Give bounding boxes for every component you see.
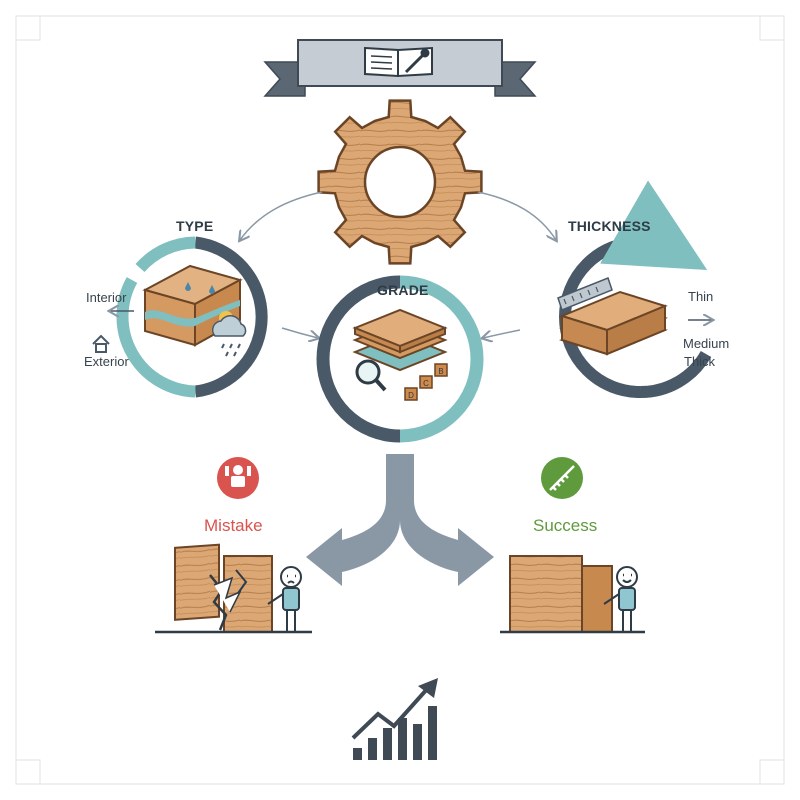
page-frame [15, 15, 785, 785]
ruler-icon [557, 277, 613, 311]
rain-cloud-icon [211, 311, 247, 357]
thin-option: Thin [688, 289, 714, 304]
mistake-label: Mistake [204, 516, 263, 535]
success-label: Success [533, 516, 598, 535]
exterior-option: Exterior [84, 354, 129, 369]
person-success-icon [603, 566, 638, 632]
grade-blocks-icon: D C B [404, 363, 448, 401]
growth-chart-icon [351, 678, 438, 760]
grade-node: D C B [316, 275, 484, 443]
type-label: TYPE [176, 218, 214, 234]
mistake-badge [217, 457, 259, 499]
svg-text:D: D [408, 391, 414, 400]
gear-hole [363, 145, 437, 219]
success-badge [541, 457, 583, 499]
magnifier-icon [355, 359, 387, 392]
ruler-check-icon [549, 465, 575, 491]
person-mistake-icon [267, 566, 302, 632]
grade-label: GRADE [377, 282, 429, 298]
fork-arrow [306, 454, 494, 586]
solid-panel-icon [500, 555, 645, 634]
header-banner [263, 39, 537, 97]
plank-stack-icon [559, 290, 668, 356]
thick-option: Thick [684, 354, 716, 369]
thickness-node [557, 180, 712, 399]
medium-option: Medium [683, 336, 730, 351]
type-node [116, 236, 268, 398]
worried-person-icon [225, 465, 251, 487]
thickness-label: THICKNESS [568, 218, 651, 234]
svg-text:B: B [438, 367, 443, 376]
connector-arrows [240, 191, 556, 338]
stacked-panels-icon [352, 308, 448, 372]
wood-layers-icon [142, 264, 243, 347]
book-wrench-icon [364, 46, 433, 78]
interior-option: Interior [86, 290, 127, 305]
svg-text:C: C [423, 379, 429, 388]
cracked-panel-icon [155, 543, 312, 634]
house-icon [92, 334, 110, 353]
